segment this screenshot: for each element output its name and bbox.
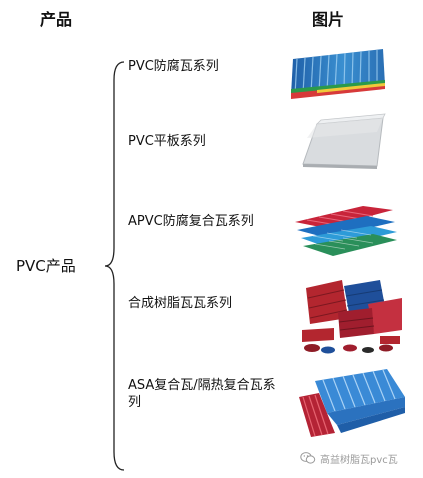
curly-brace-icon — [104, 61, 125, 471]
wechat-icon — [300, 452, 316, 464]
watermark-text: 高益树脂瓦pvc瓦 — [320, 454, 398, 466]
column-header-product: 产品 — [40, 10, 73, 29]
product-series-label-apvc-composite: APVC防腐复合瓦系列 — [128, 214, 254, 229]
product-series-label-synthetic-resin: 合成树脂瓦瓦系列 — [128, 296, 233, 311]
root-category-label: PVC产品 — [16, 257, 76, 275]
asa-composite-tile-image — [297, 367, 407, 439]
watermark: 高益树脂瓦pvc瓦 — [300, 449, 420, 467]
synthetic-resin-tile-image — [298, 278, 404, 356]
product-series-label-pvc-anticorrosion: PVC防腐瓦系列 — [128, 59, 219, 74]
pvc-anticorrosion-tile-image — [287, 45, 387, 100]
pvc-flat-sheet-image — [297, 112, 389, 172]
apvc-composite-tile-image — [293, 196, 397, 260]
product-series-label-pvc-flat: PVC平板系列 — [128, 134, 206, 149]
product-series-label-asa-composite: ASA复合瓦/隔热复合瓦系列 — [128, 378, 276, 410]
column-header-image: 图片 — [312, 10, 345, 29]
